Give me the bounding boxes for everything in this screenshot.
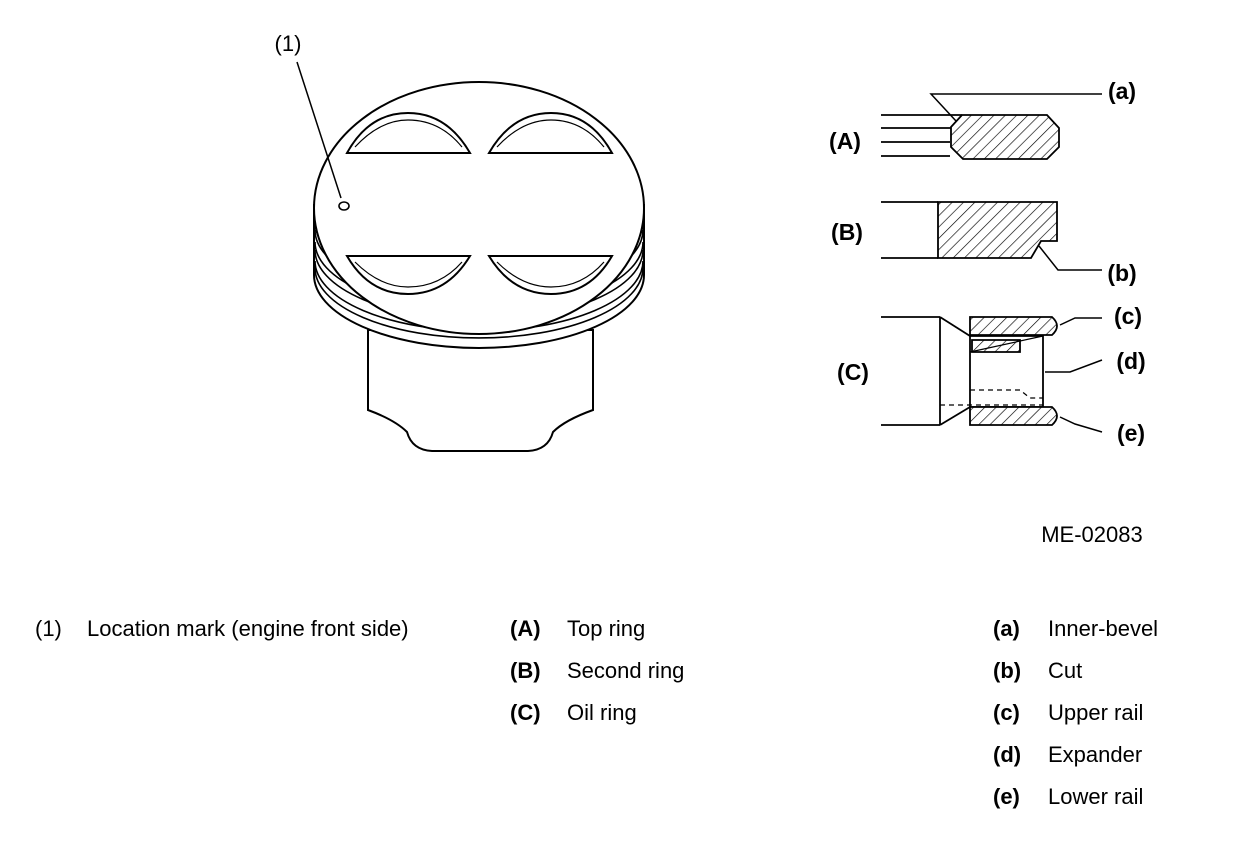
legend-key: (e) bbox=[993, 784, 1020, 809]
legend-key: (d) bbox=[993, 742, 1022, 767]
legend-key: (1) bbox=[35, 616, 62, 641]
callout-e: (e) bbox=[1117, 420, 1145, 446]
legend-key: (B) bbox=[510, 658, 541, 683]
legend-row: (b) Cut bbox=[993, 650, 1158, 692]
leader-1 bbox=[296, 61, 342, 199]
legend-text: Upper rail bbox=[1048, 700, 1144, 725]
valve-relief-lower-left bbox=[345, 255, 472, 296]
legend-text: Top ring bbox=[567, 616, 646, 641]
legend-key: (b) bbox=[993, 658, 1022, 683]
valve-relief-lower-right bbox=[487, 255, 614, 296]
legend-rings: (A) Top ring (B) Second ring (C) Oil rin… bbox=[510, 608, 684, 734]
piston-crown bbox=[313, 81, 645, 335]
callout-c: (c) bbox=[1114, 303, 1142, 329]
ring-c-upper-rail bbox=[969, 316, 1058, 336]
legend-key: (a) bbox=[993, 616, 1020, 641]
legend-text: Location mark (engine front side) bbox=[87, 616, 409, 641]
ring-c-section bbox=[881, 316, 1103, 433]
callout-B: (B) bbox=[831, 219, 863, 245]
legend-text: Inner-bevel bbox=[1048, 616, 1159, 641]
legend-location-mark: (1) Location mark (engine front side) bbox=[35, 608, 409, 650]
legend-key: (C) bbox=[510, 700, 541, 725]
callout-A: (A) bbox=[829, 128, 861, 154]
callout-1: (1) bbox=[275, 31, 302, 56]
piston-skirt bbox=[367, 329, 594, 452]
legend-row: (a) Inner-bevel bbox=[993, 608, 1158, 650]
legend-text: Cut bbox=[1048, 658, 1083, 683]
legend-text: Oil ring bbox=[567, 700, 637, 725]
callout-a: (a) bbox=[1108, 78, 1136, 104]
legend-parts: (a) Inner-bevel (b) Cut (c) Upper rail (… bbox=[993, 608, 1158, 818]
legend-row: (C) Oil ring bbox=[510, 692, 684, 734]
callout-d: (d) bbox=[1116, 348, 1145, 374]
ring-c-lower-rail bbox=[969, 406, 1058, 426]
legend-text: Lower rail bbox=[1048, 784, 1144, 809]
legend-row: (1) Location mark (engine front side) bbox=[35, 608, 409, 650]
legend-row: (d) Expander bbox=[993, 734, 1158, 776]
location-mark-dot bbox=[338, 201, 350, 211]
legend-key: (A) bbox=[510, 616, 541, 641]
legend-text: Expander bbox=[1048, 742, 1143, 767]
ring-a-profile bbox=[950, 114, 1060, 160]
ring-b-profile bbox=[937, 201, 1058, 259]
legend-row: (B) Second ring bbox=[510, 650, 684, 692]
legend-key: (c) bbox=[993, 700, 1020, 725]
legend-row: (A) Top ring bbox=[510, 608, 684, 650]
callout-C: (C) bbox=[837, 359, 869, 385]
legend-row: (c) Upper rail bbox=[993, 692, 1158, 734]
callout-b: (b) bbox=[1107, 260, 1136, 286]
piston-drawing bbox=[313, 81, 645, 452]
figure-code: ME-02083 bbox=[1041, 522, 1143, 547]
valve-relief-upper-right bbox=[487, 111, 614, 154]
legend-row: (e) Lower rail bbox=[993, 776, 1158, 818]
ring-b-section bbox=[881, 201, 1102, 271]
legend-text: Second ring bbox=[567, 658, 685, 683]
ring-a-section bbox=[881, 93, 1102, 160]
valve-relief-upper-left bbox=[345, 111, 472, 154]
